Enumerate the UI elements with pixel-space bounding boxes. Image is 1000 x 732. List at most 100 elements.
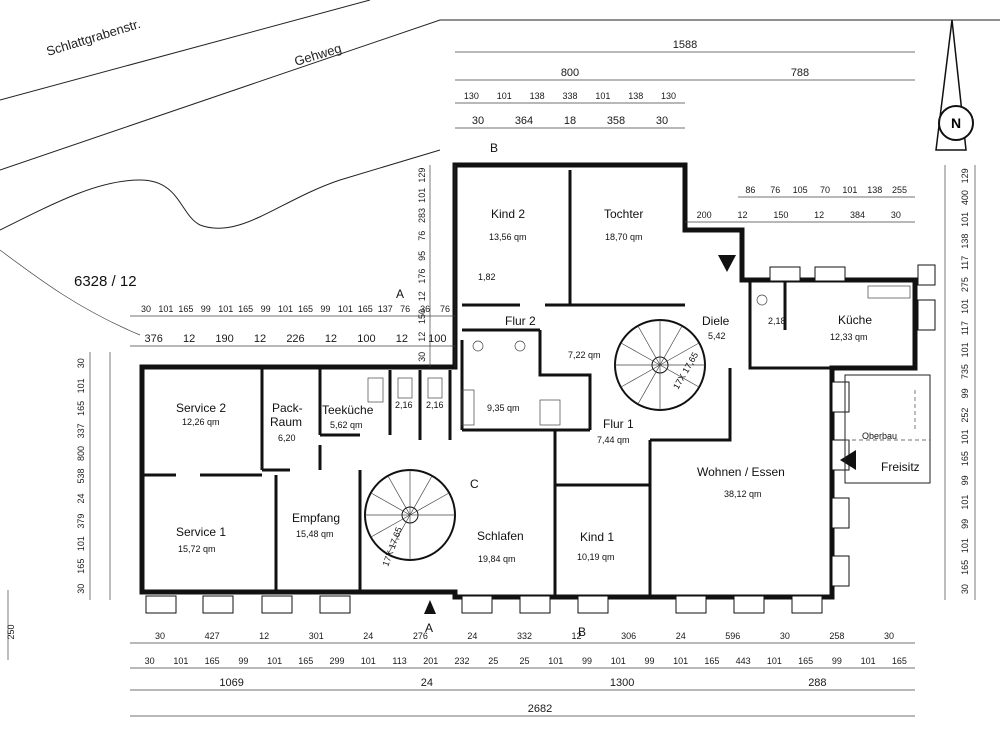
section-marker-a: A: [396, 287, 404, 301]
dimension-value: 101: [595, 91, 610, 101]
north-arrow-icon: N: [935, 19, 974, 151]
dimension-value: 99: [201, 304, 211, 314]
dimension-value: 76: [400, 304, 410, 314]
dimension-value: 12: [417, 291, 427, 301]
dimension-value: 1588: [673, 39, 697, 51]
dimension-value: 12: [325, 333, 337, 345]
dimension-value: 150: [417, 309, 427, 324]
dimension-value: 306: [621, 631, 636, 641]
dimension-value: 258: [829, 631, 844, 641]
dimension-value: 76: [417, 231, 427, 241]
north-label: N: [951, 115, 961, 131]
room-name: Teeküche: [322, 403, 374, 417]
dimension-value: 99: [960, 519, 970, 529]
dimension-value: 165: [205, 656, 220, 666]
dimension-value: 276: [413, 631, 428, 641]
dimension-value: 101: [76, 378, 86, 393]
dimension-value: 101: [361, 656, 376, 666]
small-area: 2,16: [395, 400, 413, 410]
room-area: 15,48 qm: [296, 529, 334, 539]
dimension-value: 288: [808, 677, 826, 689]
dimension-value: 117: [960, 321, 970, 335]
section-marker-a: A: [425, 621, 433, 635]
dimension-value: 30: [780, 631, 790, 641]
room-area: 12,26 qm: [182, 417, 220, 427]
dimension-value: 113: [392, 656, 406, 666]
dimension-value: 130: [661, 91, 676, 101]
exterior-walls: [139, 162, 918, 600]
dimension-value: 101: [417, 188, 427, 203]
dimension-value: 165: [298, 656, 313, 666]
dimension-value: 101: [960, 429, 970, 444]
dimension-value: 101: [673, 656, 688, 666]
dimension-value: 1069: [219, 677, 243, 689]
terrace-outline: [844, 374, 931, 484]
dimension-value: 25: [488, 656, 498, 666]
stair-left-label: 17X 17,65: [380, 526, 403, 568]
dimension-value: 18: [564, 115, 576, 127]
dimension-value: 99: [238, 656, 248, 666]
dimension-value: 12: [814, 210, 824, 220]
entrance-arrow-icon: [840, 450, 856, 470]
dimension-value: 427: [205, 631, 220, 641]
dimension-value: 190: [215, 333, 233, 345]
dimension-value: 2682: [528, 703, 552, 715]
dimension-value: 76: [440, 304, 450, 314]
room-area: 13,56 qm: [489, 232, 527, 242]
dimension-value: 138: [867, 185, 882, 195]
dimension-value: 165: [358, 304, 373, 314]
dimension-value: 176: [417, 269, 427, 284]
dimension-value: 100: [357, 333, 375, 345]
dimension-value: 101: [861, 656, 876, 666]
dimension-value: 30: [656, 115, 668, 127]
dimension-value: 800: [561, 67, 579, 79]
spiral-staircase-left: [364, 469, 456, 561]
dimension-value: 95: [417, 251, 427, 261]
dimension-value: 70: [820, 185, 830, 195]
room-name: Freisitz: [881, 460, 920, 474]
entrance-arrow-icon: [718, 255, 736, 272]
dimension-value: 138: [628, 91, 643, 101]
dimension-value: 12: [254, 333, 266, 345]
room-name: Küche: [838, 313, 872, 327]
room-name: Flur 2: [505, 314, 536, 328]
dimension-value: 12: [396, 333, 408, 345]
street-name: Schlattgrabenstr.: [44, 16, 142, 59]
dimension-value: 101: [338, 304, 353, 314]
dimension-value: 101: [548, 656, 563, 666]
dimension-value: 99: [960, 388, 970, 398]
dimension-value: 30: [155, 631, 165, 641]
room-name: Service 1: [176, 525, 226, 539]
dimension-value: 337: [76, 423, 86, 438]
room-name: Empfang: [292, 511, 340, 525]
dimension-value: 99: [582, 656, 592, 666]
room-name: Kind 1: [580, 530, 614, 544]
dimension-value: 129: [960, 168, 970, 183]
street-lines: [0, 0, 1000, 336]
dimension-value: 24: [363, 631, 373, 641]
room-name: Oberbau: [862, 431, 897, 441]
entrance-arrow-icon: [424, 600, 436, 614]
dimension-value: 101: [173, 656, 188, 666]
dimension-value: 358: [607, 115, 625, 127]
room-name: Raum: [270, 415, 302, 429]
dimension-value: 99: [644, 656, 654, 666]
small-area: 2,18: [768, 316, 786, 326]
room-area: 15,72 qm: [178, 544, 216, 554]
spiral-staircase-right: [614, 319, 706, 411]
dimension-value: 30: [472, 115, 484, 127]
room-area: 6,20: [278, 433, 296, 443]
dimension-value: 24: [421, 677, 433, 689]
dimension-value: 400: [960, 190, 970, 205]
sidewalk-label: Gehweg: [292, 40, 343, 69]
small-area: 1,82: [478, 272, 496, 282]
dimension-value: 101: [76, 536, 86, 551]
room-name: Service 2: [176, 401, 226, 415]
dimension-value: 200: [697, 210, 712, 220]
dimension-value: 137: [378, 304, 393, 314]
dimension-value: 232: [455, 656, 470, 666]
fixtures: [367, 285, 911, 426]
dimension-value: 101: [960, 342, 970, 357]
